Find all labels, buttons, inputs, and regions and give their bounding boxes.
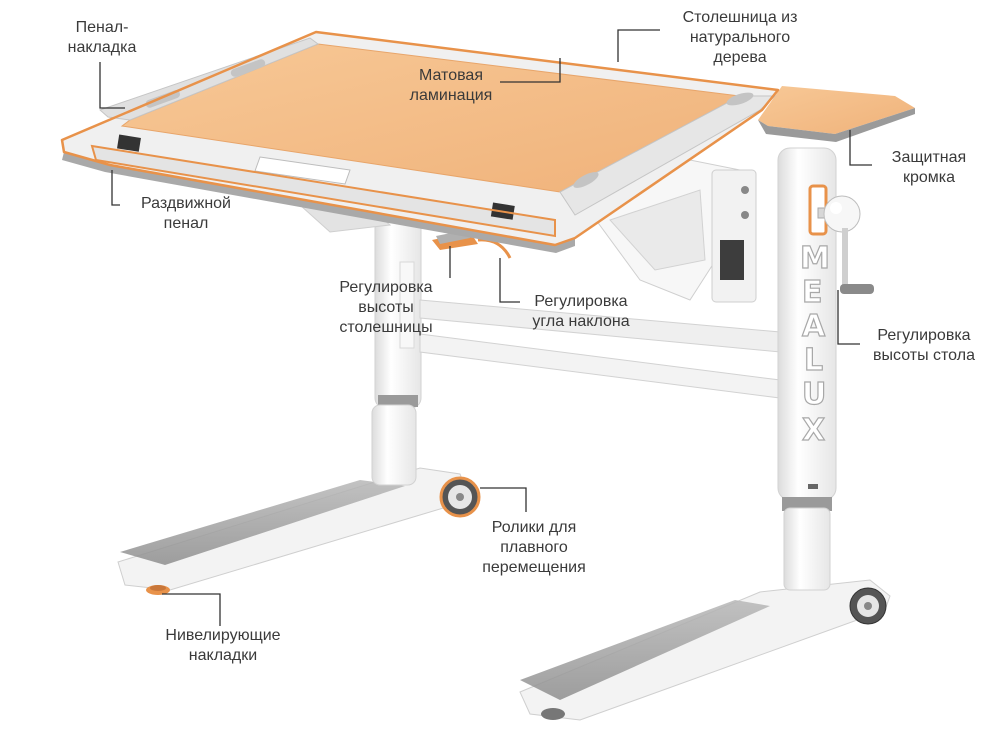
leader-penal-nakladka [99, 62, 125, 109]
callout-line: дерева [713, 49, 767, 66]
callout-penal-nakladka: Пенал- накладка [52, 18, 152, 58]
leader-lines [99, 29, 872, 626]
callout-zashchitnaya: Защитная кромка [874, 148, 984, 188]
right-base-foot [519, 579, 891, 721]
brand-letter: M [800, 241, 830, 276]
callout-line: Нивелирующие [165, 627, 281, 644]
callout-line: Регулировка [534, 293, 628, 310]
right-leg: M E A L U X [777, 147, 837, 591]
callout-roliki: Ролики для плавного перемещения [464, 518, 604, 578]
callout-line: Регулировка [877, 327, 971, 344]
callout-ugol-naklona: Регулировка угла наклона [516, 292, 646, 332]
callout-line: Регулировка [339, 279, 433, 296]
callout-vysota-stoleshnicy: Регулировка высоты столешницы [322, 278, 450, 338]
callout-line: Раздвижной [141, 195, 231, 212]
leader-ugol-naklona [499, 258, 520, 303]
caster-wheel-front [439, 476, 481, 518]
callout-line: ламинация [409, 87, 493, 104]
brand-letter: L [804, 343, 823, 378]
leader-razdvizhnoy [111, 170, 120, 206]
drawer-highlight-outline [90, 144, 556, 238]
leader-matovaya [500, 58, 561, 83]
left-leg [371, 217, 422, 486]
callout-line: Матовая [419, 67, 483, 84]
protective-edge-shelf [758, 86, 915, 142]
leveling-pad [146, 585, 170, 595]
brand-letter: X [802, 413, 825, 448]
callout-line: пенал [163, 215, 209, 232]
callout-line: Пенал- [75, 19, 129, 36]
leader-vysota-stola [837, 290, 860, 345]
callout-line: столешницы [339, 319, 433, 336]
callout-line: высоты [358, 299, 414, 316]
height-crank [808, 184, 874, 294]
leader-niveliruyushchie [162, 593, 221, 626]
callout-line: кромка [902, 169, 956, 186]
leader-zashchitnaya [849, 130, 872, 166]
callout-line: высоты стола [873, 347, 975, 364]
callout-line: Ролики для [491, 519, 577, 536]
callout-line: Защитная [891, 149, 967, 166]
brand-letter: U [802, 377, 826, 412]
brand-logo: M E A L U X [799, 240, 830, 448]
callout-line: Столешница из [682, 9, 798, 26]
callout-razdvizhnoy: Раздвижной пенал [122, 194, 250, 234]
leader-roliki [480, 487, 527, 512]
tabletop-highlight-outline [60, 30, 780, 247]
callout-line: накладки [188, 647, 258, 664]
brand-letter: A [802, 309, 826, 344]
callout-line: перемещения [482, 559, 586, 576]
callout-matovaya: Матовая ламинация [396, 66, 506, 106]
tilt-lever-highlight [477, 238, 512, 259]
callout-line: натурального [689, 29, 791, 46]
callout-line: угла наклона [532, 313, 630, 330]
callout-stoleshnica: Столешница из натурального дерева [660, 8, 820, 68]
caster-wheel-rear [849, 587, 887, 625]
leader-stoleshnica [617, 29, 660, 62]
callout-line: накладка [67, 39, 137, 56]
callout-line: плавного [500, 539, 568, 556]
brand-letter: E [802, 275, 823, 310]
left-base-foot [117, 467, 471, 591]
callout-niveliruyushchie: Нивелирующие накладки [148, 626, 298, 666]
callout-vysota-stola: Регулировка высоты стола [858, 326, 990, 366]
